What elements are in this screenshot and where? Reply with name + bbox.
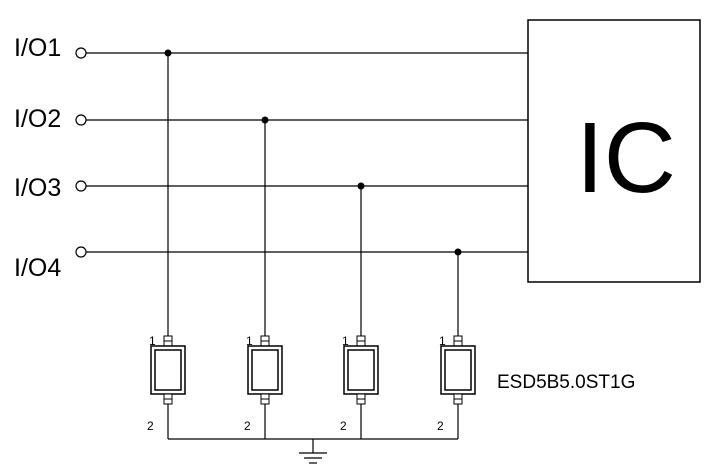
ground-icon <box>299 439 327 464</box>
esd-device-4: 1 2 <box>437 252 476 439</box>
pin-1-label: 1 <box>246 334 253 348</box>
io-terminal-4 <box>75 246 87 258</box>
esd-device-3: 1 2 <box>340 186 379 439</box>
esd-device-2: 1 2 <box>244 120 283 439</box>
pin-2-label: 2 <box>340 419 347 433</box>
pin-1-label: 1 <box>342 334 349 348</box>
io-label-4: I/O4 <box>14 254 61 282</box>
io-terminal-1 <box>75 47 87 59</box>
pin-1-label: 1 <box>149 334 156 348</box>
pin-2-label: 2 <box>147 419 154 433</box>
pin-2-label: 2 <box>437 419 444 433</box>
io-terminal-3 <box>75 180 87 192</box>
io-terminal-2 <box>75 114 87 126</box>
ic-label: IC <box>576 102 676 214</box>
esd-device-1: 1 2 <box>147 53 186 439</box>
io-label-1: I/O1 <box>14 34 61 62</box>
io-line-1: I/O1 <box>14 34 528 62</box>
pin-1-label: 1 <box>439 334 446 348</box>
io-line-3: I/O3 <box>14 174 528 202</box>
pin-2-label: 2 <box>244 419 251 433</box>
io-label-3: I/O3 <box>14 174 61 202</box>
ic-block <box>527 19 701 283</box>
part-number-label: ESD5B5.0ST1G <box>497 372 635 393</box>
io-label-2: I/O2 <box>14 105 61 133</box>
io-line-2: I/O2 <box>14 105 528 133</box>
io-line-4: I/O4 <box>14 246 528 282</box>
